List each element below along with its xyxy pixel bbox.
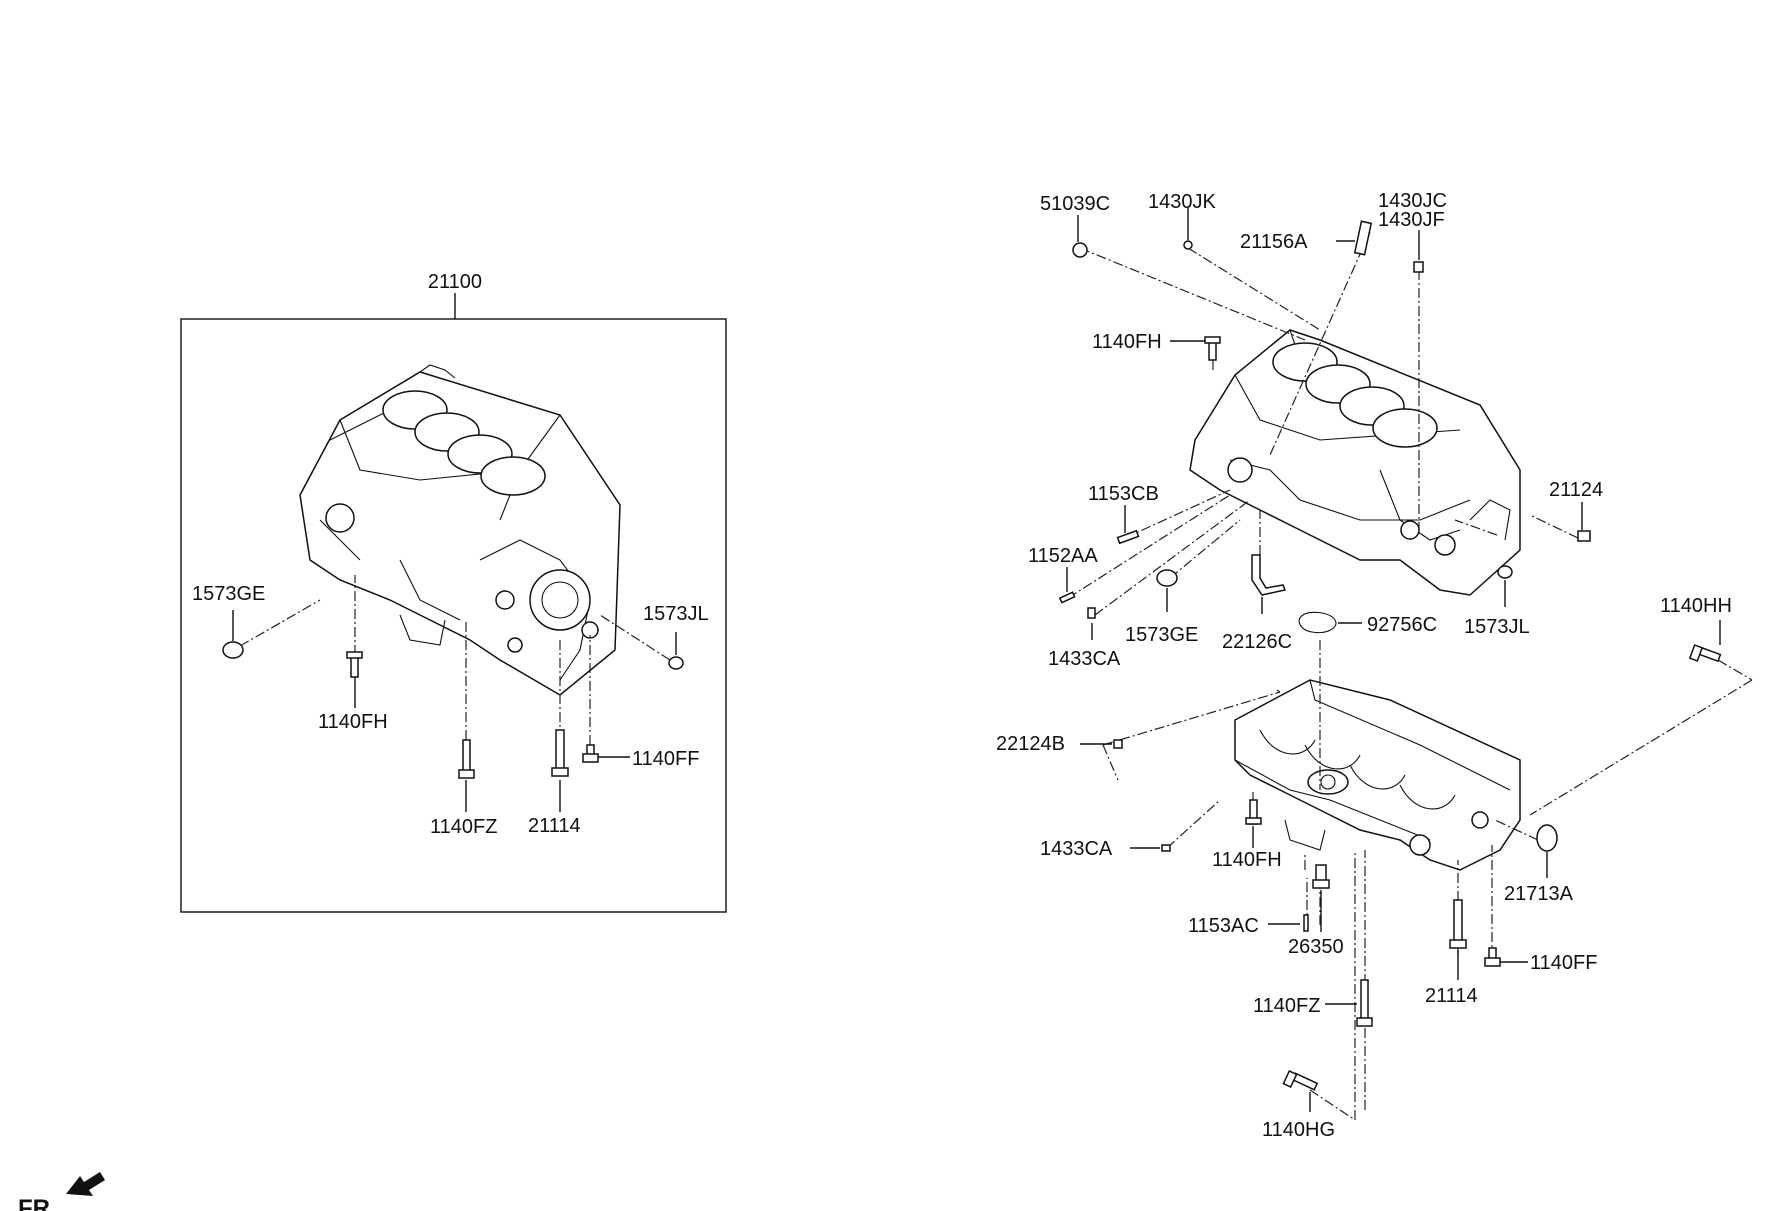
gasket-92756c (1298, 611, 1337, 634)
label-92756c: 92756C (1367, 614, 1437, 636)
bolt-21114-right (1449, 899, 1467, 949)
label-1573ge-right: 1573GE (1125, 624, 1198, 646)
label-1153cb: 1153CB (1088, 483, 1159, 505)
assembly-number-label: 21100 (428, 271, 482, 293)
plug-1573ge-right (1156, 569, 1178, 587)
dowel-1433ca-bottom (1161, 844, 1171, 852)
label-51039c: 51039C (1040, 193, 1110, 215)
label-1140hh: 1140HH (1660, 595, 1732, 617)
plug-1152aa (1058, 591, 1076, 604)
upper-cylinder-block-illustration (1189, 329, 1521, 596)
label-26350: 26350 (1288, 936, 1344, 958)
label-1140fh-top: 1140FH (1092, 331, 1162, 353)
plug-1573jl-left (668, 656, 684, 670)
label-1140fh-left: 1140FH (318, 711, 388, 733)
label-1153ac: 1153AC (1188, 915, 1259, 937)
stud-1153ac (1303, 914, 1309, 932)
bolt-21114-left (551, 729, 569, 777)
label-22124b: 22124B (996, 733, 1065, 755)
label-21713a: 21713A (1504, 883, 1574, 905)
label-1430jc: 1430JC (1378, 190, 1447, 212)
plug-51039c (1072, 242, 1088, 258)
cylinder-block-illustration (299, 364, 621, 696)
bolt-1140fh-bottom (1245, 799, 1262, 825)
label-1433ca-bottom: 1433CA (1040, 838, 1113, 860)
pin-1430jc-jf (1413, 261, 1424, 273)
bolt-1140fz-right (1356, 979, 1373, 1027)
label-1573jl-right: 1573JL (1464, 616, 1530, 638)
label-22126c: 22126C (1222, 631, 1292, 653)
label-1140fz-right: 1140FZ (1253, 995, 1320, 1017)
right-exploded-group: 51039C 1430JK 1430JC 1430JF 21156A 1140F… (996, 190, 1753, 1141)
label-1140ff-right: 1140FF (1530, 952, 1597, 974)
front-direction-label: FR. (18, 1195, 57, 1211)
label-1433ca-top: 1433CA (1048, 648, 1121, 670)
label-21114-right: 21114 (1425, 985, 1478, 1007)
bolt-1140hh (1688, 644, 1722, 663)
label-21156a: 21156A (1240, 231, 1308, 253)
dowel-1433ca-top (1087, 607, 1096, 619)
label-1140fz-left: 1140FZ (430, 816, 497, 838)
lower-bedplate-illustration (1234, 679, 1521, 871)
bolt-1140hg (1282, 1069, 1319, 1091)
label-1140hg: 1140HG (1262, 1119, 1335, 1141)
label-21114-left: 21114 (528, 815, 581, 837)
bolt-1140ff-right (1484, 947, 1501, 967)
label-1140ff-left: 1140FF (632, 748, 699, 770)
label-1573ge-left: 1573GE (192, 583, 265, 605)
pin-1430jk (1183, 240, 1193, 250)
label-21124: 21124 (1549, 479, 1603, 501)
label-1430jk: 1430JK (1148, 191, 1216, 213)
oil-sensor-26350 (1312, 864, 1330, 889)
label-1152aa: 1152AA (1028, 545, 1098, 567)
assembly-frame (180, 318, 727, 913)
tube-22126c (1251, 554, 1287, 596)
label-1430jf: 1430JF (1378, 209, 1445, 231)
bolt-1140fz-left (458, 739, 475, 779)
bolt-1140ff-left (582, 744, 599, 763)
plug-22124b (1113, 739, 1123, 749)
plug-21124 (1577, 530, 1591, 542)
front-direction-indicator: FR. (18, 1172, 105, 1211)
plug-1573ge-left (222, 641, 244, 659)
label-1573jl-left: 1573JL (643, 603, 709, 625)
sleeve-21156a (1353, 220, 1373, 256)
left-assembly-group: 21100 (180, 271, 727, 913)
label-1140fh-bottom: 1140FH (1212, 849, 1282, 871)
plug-1573jl-right (1497, 565, 1513, 579)
seal-21713a (1536, 824, 1558, 852)
bolt-1140fh-left (346, 651, 363, 678)
bolt-1140fh-top (1204, 336, 1221, 361)
stud-1153cb (1116, 529, 1140, 545)
front-arrow-icon (66, 1172, 105, 1196)
